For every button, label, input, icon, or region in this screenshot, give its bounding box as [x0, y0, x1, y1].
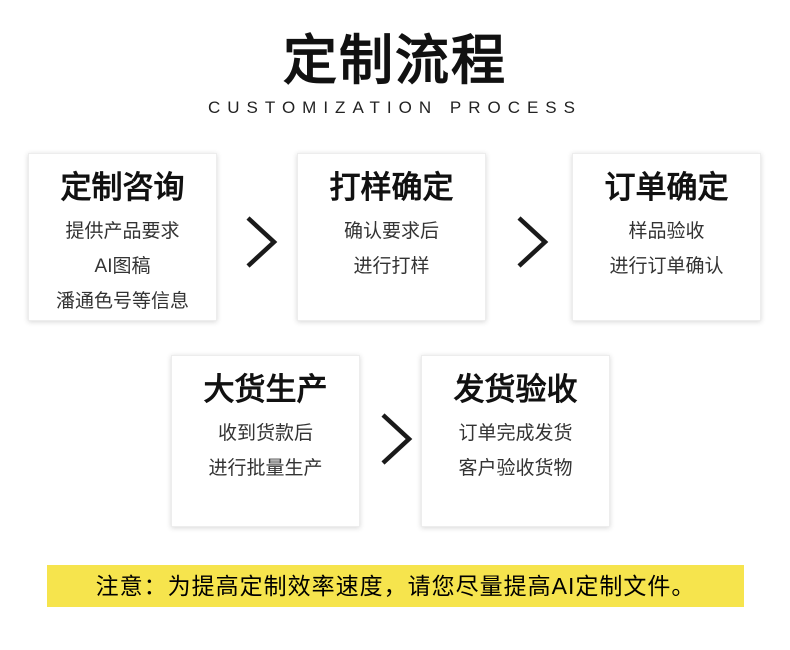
page-subtitle: CUSTOMIZATION PROCESS — [207, 98, 582, 117]
step-description-line: 进行订单确认 — [609, 256, 724, 277]
step-title: 定制咨询 — [60, 170, 185, 205]
step-description-line: 收到货款后 — [217, 423, 313, 444]
step-title: 订单确定 — [604, 170, 729, 205]
notice-banner: 注意：为提高定制效率速度，请您尽量提高AI定制文件。 — [47, 565, 744, 607]
step-box-delivery: 发货验收 订单完成发货 客户验收货物 — [421, 355, 610, 527]
chevron-right-icon — [517, 216, 549, 268]
step-description-line: 进行打样 — [353, 256, 430, 277]
step-title: 发货验收 — [453, 372, 578, 407]
step-box-order: 订单确定 样品验收 进行订单确认 — [572, 153, 761, 321]
chevron-right-icon — [246, 216, 278, 268]
step-box-production: 大货生产 收到货款后 进行批量生产 — [171, 355, 360, 527]
step-description-line: 提供产品要求 — [65, 221, 180, 242]
step-description-line: AI图稿 — [94, 256, 151, 277]
step-box-consultation: 定制咨询 提供产品要求 AI图稿 潘通色号等信息 — [28, 153, 217, 321]
step-description-line: 样品验收 — [628, 221, 705, 242]
step-title: 打样确定 — [329, 170, 454, 205]
step-description-line: 进行批量生产 — [208, 458, 323, 479]
step-box-sampling: 打样确定 确认要求后 进行打样 — [297, 153, 486, 321]
step-title: 大货生产 — [203, 372, 328, 407]
step-description-line: 潘通色号等信息 — [55, 291, 189, 312]
page-title: 定制流程 — [283, 31, 507, 91]
step-description-line: 订单完成发货 — [458, 423, 573, 444]
chevron-right-icon — [381, 413, 413, 465]
step-description-line: 客户验收货物 — [458, 458, 573, 479]
step-description-line: 确认要求后 — [343, 221, 439, 242]
